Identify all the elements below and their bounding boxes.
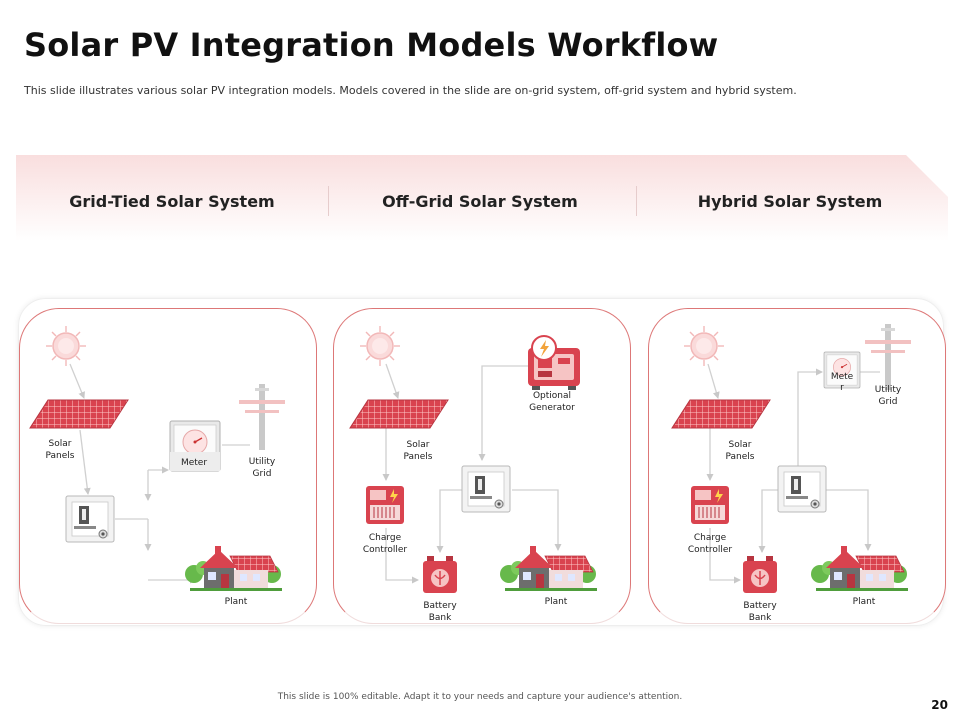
slide-subtitle: This slide illustrates various solar PV … — [24, 84, 797, 97]
header-divider — [328, 186, 329, 216]
heading-off-grid: Off-Grid Solar System — [382, 192, 578, 211]
slide-title: Solar PV Integration Models Workflow — [24, 26, 719, 64]
generator-icon — [527, 335, 581, 391]
charge-controller-icon — [365, 485, 405, 525]
label-utility-grid: Grid — [253, 469, 272, 479]
label-solar-panels: Panels — [726, 452, 755, 462]
header-divider — [636, 186, 637, 216]
label-optional-generator: Optional — [533, 391, 571, 401]
battery-icon — [742, 555, 778, 594]
connector — [706, 363, 880, 584]
label-meter: Meter — [181, 458, 207, 468]
sun-icon — [359, 325, 401, 367]
utility-pole-icon — [865, 324, 911, 390]
label-meter: r — [840, 383, 844, 393]
header-banner — [16, 155, 948, 241]
hybrid-diagram: Solar Panels Mete r Utility Grid Charge … — [671, 324, 911, 623]
house-icon — [184, 545, 283, 592]
label-optional-generator: Generator — [529, 403, 575, 413]
label-solar-panels: Solar — [407, 440, 430, 450]
label-solar-panels: Panels — [46, 451, 75, 461]
sun-icon — [45, 325, 87, 367]
heading-grid-tied: Grid-Tied Solar System — [69, 192, 275, 211]
connector — [69, 363, 250, 584]
house-icon — [499, 545, 598, 592]
label-plant: Plant — [225, 597, 248, 607]
grid-tied-diagram: Solar Panels Meter Utility Grid Plant — [29, 325, 285, 607]
label-battery-bank: Bank — [749, 613, 772, 623]
utility-pole-icon — [239, 384, 285, 450]
sun-icon — [683, 325, 725, 367]
label-charge-controller: Charge — [369, 533, 402, 543]
meter-label-bg — [170, 452, 220, 471]
label-solar-panels: Solar — [729, 440, 752, 450]
label-plant: Plant — [853, 597, 876, 607]
charge-controller-icon — [690, 485, 730, 525]
page-number: 20 — [931, 698, 948, 712]
label-solar-panels: Panels — [404, 452, 433, 462]
inverter-icon — [461, 465, 511, 513]
solar-panel-icon — [349, 399, 449, 429]
heading-hybrid: Hybrid Solar System — [697, 192, 883, 211]
house-icon — [810, 545, 909, 592]
inverter-icon — [65, 495, 115, 543]
inverter-icon — [777, 465, 827, 513]
label-battery-bank: Battery — [423, 601, 457, 611]
connector — [382, 363, 562, 584]
solar-panel-icon — [671, 399, 771, 429]
label-utility-grid: Utility — [875, 385, 902, 395]
label-battery-bank: Bank — [429, 613, 452, 623]
solar-panel-icon — [29, 399, 129, 429]
label-charge-controller: Controller — [363, 545, 408, 555]
label-battery-bank: Battery — [743, 601, 777, 611]
battery-icon — [422, 555, 458, 594]
label-utility-grid: Grid — [879, 397, 898, 407]
label-solar-panels: Solar — [49, 439, 72, 449]
slide-footer: This slide is 100% editable. Adapt it to… — [277, 692, 683, 702]
label-charge-controller: Controller — [688, 545, 733, 555]
label-charge-controller: Charge — [694, 533, 727, 543]
label-meter: Mete — [831, 372, 854, 382]
label-plant: Plant — [545, 597, 568, 607]
label-utility-grid: Utility — [249, 457, 276, 467]
off-grid-diagram: Solar Panels Optional Generator Charge C… — [349, 325, 598, 623]
